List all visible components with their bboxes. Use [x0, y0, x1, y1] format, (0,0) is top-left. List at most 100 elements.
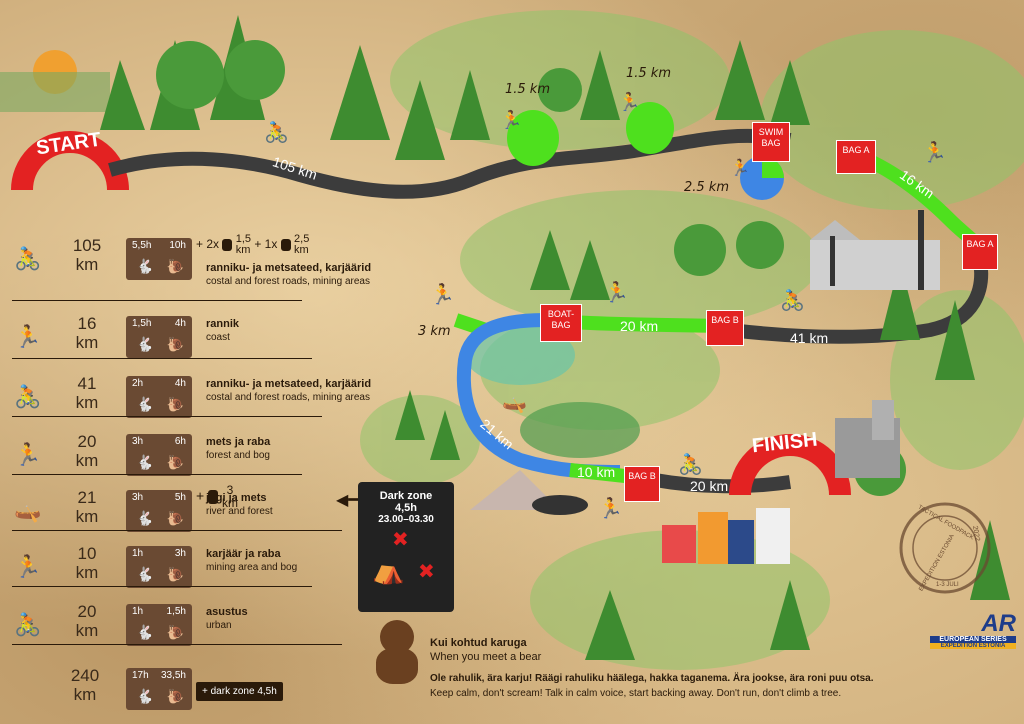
- legend-terrain-en: mining area and bog: [206, 562, 298, 573]
- rabbit-icon: 🐇: [136, 336, 154, 352]
- snail-icon: 🐌: [166, 258, 184, 274]
- snail-icon: 🐌: [166, 566, 184, 582]
- dark-zone-time: 23.00–03.30: [378, 514, 434, 525]
- run-icon: 🏃: [598, 498, 623, 520]
- legend-terrain-et: ranniku- ja metsateed, karjäärid: [206, 262, 372, 274]
- orienteering-icon: 🏃: [730, 160, 750, 177]
- rabbit-icon: 🐇: [136, 454, 154, 470]
- tree-group: [100, 15, 1010, 660]
- kayak-icon: 🛶: [14, 498, 42, 523]
- stamp-dates: 1-3 JULI: [936, 582, 959, 588]
- route-bike-105: [108, 128, 792, 199]
- distance-label: 10 km: [577, 464, 616, 480]
- bike-icon: 🚴: [780, 290, 805, 312]
- dark-zone-title: Dark zone: [379, 490, 433, 502]
- bag-b-label: BAG B: [706, 310, 744, 346]
- legend-separator: [12, 416, 322, 417]
- dark-zone-panel: Dark zone 4,5h 23.00–03.30 ✖ ⛺ ✖: [358, 482, 454, 612]
- legend-terrain-et: asustus: [206, 606, 248, 618]
- run-icon: 🏃: [14, 442, 42, 467]
- kayak-icon: 🛶: [502, 392, 527, 414]
- loop-1-5a: [507, 110, 559, 166]
- dark-zone-duration: 4,5h: [394, 502, 417, 514]
- distance-label: 2.5 km: [684, 180, 729, 195]
- arrow-left-icon: ◀━: [336, 492, 358, 509]
- legend-terrain-en: river and forest: [206, 506, 273, 517]
- bike-icon: 🚴: [14, 246, 42, 271]
- total-dark-zone-badge: + dark zone 4,5h: [196, 682, 283, 701]
- bike-icon: 🚴: [14, 384, 42, 409]
- snail-icon: 🐌: [166, 624, 184, 640]
- ar-logo: AR EUROPEAN SERIES EXPEDITION ESTONIA: [930, 610, 1016, 662]
- legend-separator: [12, 474, 302, 475]
- deciduous-tree-group: [156, 40, 906, 496]
- no-fire-icon: ✖: [418, 561, 435, 583]
- distance-label: 20 km: [690, 478, 729, 494]
- route-bike-20: [653, 473, 792, 494]
- bike-icon: 🚴: [678, 454, 703, 476]
- legend-terrain-et: karjäär ja raba: [206, 548, 281, 560]
- rabbit-icon: 🐇: [136, 624, 154, 640]
- distance-label: 3 km: [418, 324, 451, 339]
- run-icon: [280, 239, 291, 251]
- orienteering-icon: 🏃: [500, 110, 523, 130]
- distance-label: 1.5 km: [626, 66, 671, 81]
- orienteering-icon: 🏃: [618, 92, 641, 112]
- run-icon: 🏃: [14, 324, 42, 349]
- bear-text-en: Keep calm, don't scream! Talk in calm vo…: [430, 688, 842, 699]
- distance-label: 1.5 km: [505, 82, 550, 97]
- snail-icon: 🐌: [166, 510, 184, 526]
- bear-title-et: Kui kohtud karuga: [430, 637, 527, 649]
- distance-label: 41 km: [790, 330, 829, 346]
- rabbit-icon: 🐇: [136, 396, 154, 412]
- legend-terrain-et: mets ja raba: [206, 436, 271, 448]
- legend-separator: [12, 644, 342, 645]
- rabbit-icon: 🐇: [136, 566, 154, 582]
- bag-a-label: BAG A: [962, 234, 998, 270]
- stamp-ring: [899, 502, 991, 594]
- legend-separator: [12, 300, 302, 301]
- run-icon: [222, 239, 233, 251]
- bike-icon: 🚴: [14, 612, 42, 637]
- tent-icon: ⛺: [372, 555, 405, 585]
- snail-icon: 🐌: [166, 688, 184, 704]
- legend-terrain-et: jõgi ja mets: [206, 492, 267, 504]
- no-walk-icon: ✖: [392, 529, 409, 551]
- legend-terrain-et: ranniku- ja metsateed, karjäärid: [206, 378, 372, 390]
- legend-terrain-et: rannik: [206, 318, 240, 330]
- run-icon: [208, 490, 219, 504]
- run-icon: 🏃: [922, 142, 947, 164]
- bike-icon: 🚴: [264, 122, 289, 144]
- bear-title-en: When you meet a bear: [430, 651, 542, 663]
- distance-label: 20 km: [620, 318, 659, 334]
- run-icon: 🏃: [430, 284, 455, 306]
- bag-b-label: BAG B: [624, 466, 660, 502]
- bear-text-et: Ole rahulik, ära karju! Räägi rahuliku h…: [430, 673, 874, 684]
- bear-icon: [374, 620, 420, 684]
- bag-a-label: BAG A: [836, 140, 876, 174]
- snail-icon: 🐌: [166, 454, 184, 470]
